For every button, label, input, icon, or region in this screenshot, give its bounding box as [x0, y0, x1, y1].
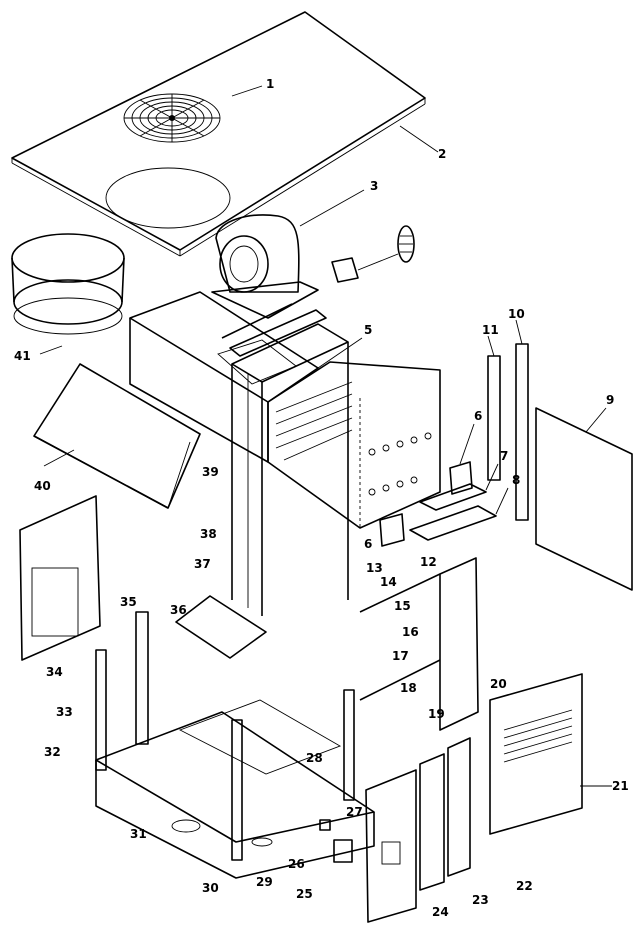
label-32: 32 [44, 745, 61, 759]
label-34: 34 [46, 665, 63, 679]
upper-housing [129, 291, 319, 463]
channel-part-7 [419, 483, 487, 511]
label-33: 33 [56, 705, 73, 719]
label-7: 7 [500, 449, 508, 463]
upright-post-27 [343, 689, 355, 801]
access-door-24 [365, 769, 417, 923]
label-40: 40 [34, 479, 51, 493]
label-6-lower: 6 [364, 537, 372, 551]
label-19: 19 [428, 707, 445, 721]
label-24: 24 [432, 905, 449, 919]
label-14: 14 [380, 575, 397, 589]
bracket-part-6 [379, 461, 473, 547]
control-frame [359, 557, 479, 731]
corner-post-33 [95, 649, 107, 771]
label-26: 26 [288, 857, 305, 871]
upright-post-30 [231, 719, 243, 861]
label-39: 39 [202, 465, 219, 479]
rail-part-38 [229, 309, 327, 357]
leader-lines [39, 85, 612, 787]
label-6-upper: 6 [474, 409, 482, 423]
control-bracket [331, 253, 399, 283]
side-panel-right [535, 407, 633, 591]
front-panel [33, 363, 201, 509]
label-9: 9 [606, 393, 614, 407]
label-17: 17 [392, 649, 409, 663]
fan-guard [123, 93, 221, 143]
blower-assembly [211, 214, 319, 319]
label-36: 36 [170, 603, 187, 617]
label-21: 21 [612, 779, 629, 793]
label-2: 2 [438, 147, 446, 161]
label-25: 25 [296, 887, 313, 901]
switch-part-26 [319, 819, 331, 831]
label-28: 28 [306, 751, 323, 765]
orifice-ring [11, 233, 125, 335]
part-labels: 1 2 3 5 6 7 8 9 10 11 12 13 14 15 16 17 … [14, 77, 629, 919]
return-grille-21 [489, 673, 583, 835]
label-27: 27 [346, 805, 363, 819]
label-41: 41 [14, 349, 31, 363]
middle-frame [231, 323, 349, 616]
coil-assembly [267, 361, 441, 529]
shelf-part-36 [175, 595, 267, 659]
label-13: 13 [366, 561, 383, 575]
label-18: 18 [400, 681, 417, 695]
label-38: 38 [200, 527, 217, 541]
switch-part-25 [333, 839, 353, 863]
panel-part-23 [419, 753, 445, 891]
label-29: 29 [256, 875, 273, 889]
label-31: 31 [130, 827, 147, 841]
shelf-part-8 [409, 505, 497, 541]
label-1: 1 [266, 77, 274, 91]
label-5: 5 [364, 323, 372, 337]
label-12: 12 [420, 555, 437, 569]
side-panel-left [19, 495, 101, 661]
sensor-bulb [397, 225, 415, 263]
label-8: 8 [512, 473, 520, 487]
filter-strip-11 [487, 355, 501, 481]
base-pan [95, 699, 375, 879]
label-35: 35 [120, 595, 137, 609]
label-37: 37 [194, 557, 211, 571]
label-10: 10 [508, 307, 525, 321]
label-22: 22 [516, 879, 533, 893]
panel-part-22 [447, 737, 471, 877]
label-11: 11 [482, 323, 499, 337]
corner-post-35 [135, 611, 149, 745]
label-3: 3 [370, 179, 378, 193]
label-20: 20 [490, 677, 507, 691]
label-16: 16 [402, 625, 419, 639]
filter-strip-10 [515, 343, 529, 521]
label-23: 23 [472, 893, 489, 907]
top-cover-panel [11, 11, 426, 257]
label-30: 30 [202, 881, 219, 895]
rail-part-39 [221, 303, 293, 339]
label-15: 15 [394, 599, 411, 613]
